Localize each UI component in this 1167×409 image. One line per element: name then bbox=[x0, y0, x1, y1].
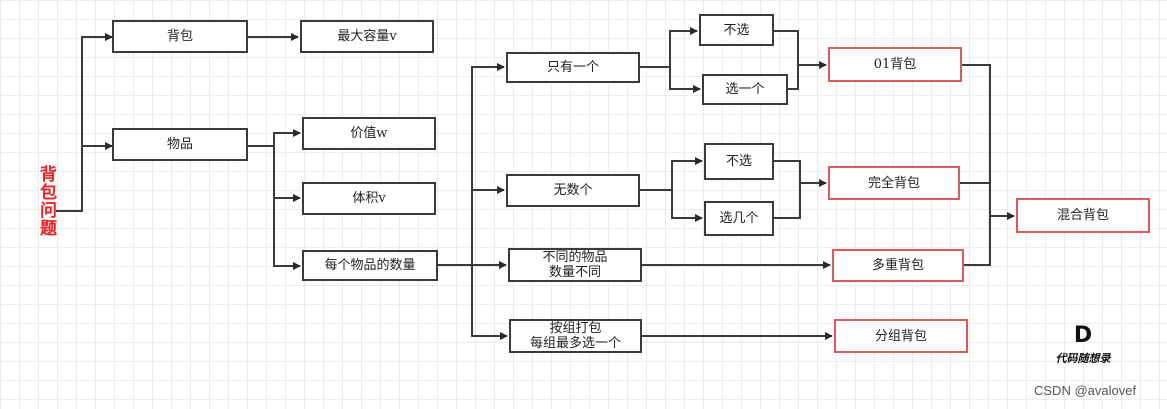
node-only-one: 只有一个 bbox=[506, 52, 640, 83]
watermark: CSDN @avalovef bbox=[1034, 383, 1137, 398]
node-mixed-knapsack: 混合背包 bbox=[1016, 198, 1150, 233]
node-volume: 体积v bbox=[302, 182, 436, 215]
connector-multiple-mixed bbox=[964, 216, 991, 266]
connector-unlimited-none bbox=[640, 157, 703, 191]
node-value-label: 价值w bbox=[350, 126, 388, 141]
node-items-label: 物品 bbox=[166, 137, 193, 152]
connector-count-onlyone bbox=[438, 63, 505, 266]
node-knapsack-01: 01背包 bbox=[828, 47, 962, 82]
node-unlimited-label: 无数个 bbox=[553, 183, 593, 198]
node-bag-label: 背包 bbox=[166, 29, 193, 44]
logo: D 代码随想录 bbox=[1043, 323, 1123, 366]
node-multiple-knapsack-label: 多重背包 bbox=[871, 258, 924, 273]
node-pick-several-label: 选几个 bbox=[719, 211, 759, 226]
node-only-one-label: 只有一个 bbox=[546, 60, 599, 75]
node-item-count: 每个物品的数量 bbox=[302, 250, 438, 281]
node-unlimited: 无数个 bbox=[506, 174, 640, 207]
node-pick-none-1-label: 不选 bbox=[723, 22, 750, 38]
node-group-pack: 按组打包 每组最多选一个 bbox=[509, 319, 642, 353]
connector-onlyone-none bbox=[640, 27, 698, 68]
logo-mark: D bbox=[1073, 323, 1093, 348]
logo-text: 代码随想录 bbox=[1055, 352, 1111, 365]
node-different-counts: 不同的物品 数量不同 bbox=[508, 248, 642, 282]
connector-choices-01 bbox=[774, 30, 826, 90]
node-pick-several: 选几个 bbox=[704, 201, 774, 236]
node-pick-one: 选一个 bbox=[702, 74, 788, 105]
node-complete-knapsack-label: 完全背包 bbox=[867, 175, 920, 191]
connector-unlimited-several bbox=[671, 190, 703, 222]
connector-count-group bbox=[471, 265, 508, 340]
connector-onlyone-pick bbox=[669, 67, 701, 93]
node-mixed-knapsack-label: 混合背包 bbox=[1056, 208, 1109, 223]
node-items: 物品 bbox=[112, 128, 248, 161]
root-label: 背包问题 bbox=[36, 165, 56, 237]
connector-items-volume bbox=[273, 146, 301, 202]
node-group-knapsack: 分组背包 bbox=[834, 319, 968, 353]
node-max-capacity-label: 最大容量v bbox=[337, 29, 397, 44]
connector-items-value bbox=[248, 129, 301, 147]
connector-01-mixed bbox=[962, 64, 1015, 220]
node-complete-knapsack: 完全背包 bbox=[828, 166, 960, 200]
connector-choices-complete bbox=[774, 160, 826, 219]
node-pick-one-label: 选一个 bbox=[725, 82, 765, 97]
node-pick-none-2-label: 不选 bbox=[725, 154, 752, 169]
node-pick-none-1: 不选 bbox=[699, 14, 774, 46]
connector-root-bag bbox=[56, 33, 113, 212]
node-bag: 背包 bbox=[112, 20, 248, 53]
node-multiple-knapsack: 多重背包 bbox=[832, 249, 964, 282]
node-volume-label: 体积v bbox=[352, 191, 386, 206]
node-group-knapsack-label: 分组背包 bbox=[874, 328, 927, 344]
node-pick-none-2: 不选 bbox=[704, 143, 774, 180]
node-different-counts-label: 不同的物品 数量不同 bbox=[542, 250, 608, 280]
node-knapsack-01-label: 01背包 bbox=[873, 57, 917, 72]
node-item-count-label: 每个物品的数量 bbox=[324, 258, 416, 273]
connector-items-count bbox=[273, 198, 301, 270]
node-max-capacity: 最大容量v bbox=[300, 20, 434, 53]
node-group-pack-label: 按组打包 每组最多选一个 bbox=[529, 321, 621, 351]
node-value: 价值w bbox=[302, 117, 436, 150]
